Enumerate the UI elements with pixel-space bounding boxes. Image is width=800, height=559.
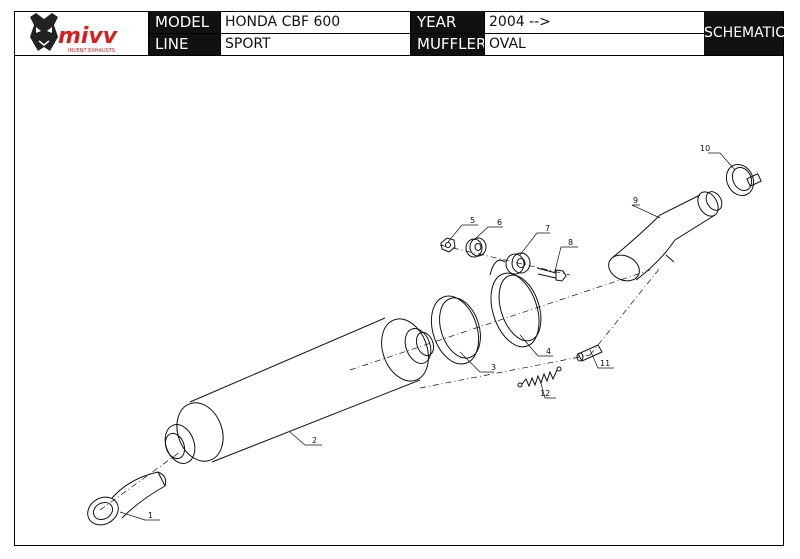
part-number-7: 7 (545, 224, 550, 233)
part-4-bracket (489, 259, 542, 348)
mivv-logo-icon: mivv INVENT EXHAUSTS (30, 13, 118, 54)
part-number-9: 9 (633, 196, 638, 205)
part-number-10: 10 (700, 144, 710, 153)
line-label: LINE (149, 33, 220, 55)
title-block: mivv INVENT EXHAUSTS MODEL HONDA CBF 600… (14, 11, 785, 56)
part-number-12: 12 (540, 389, 550, 398)
part-number-6: 6 (497, 218, 502, 227)
part-number-labels: 1 2 3 4 5 6 7 8 9 10 11 12 (148, 144, 710, 520)
muffler-value: OVAL (489, 36, 526, 52)
year-value: 2004 --> (489, 14, 551, 30)
part-12-spring (517, 366, 562, 388)
schematic-badge: SCHEMATIC (704, 11, 785, 55)
model-value: HONDA CBF 600 (225, 14, 341, 30)
part-11-pin (576, 344, 603, 362)
part-9-connecting-pipe (608, 191, 723, 282)
brand-logo: mivv INVENT EXHAUSTS (14, 11, 148, 55)
part-number-11: 11 (600, 359, 610, 368)
muffler-label: MUFFLER (411, 33, 486, 55)
part-7-grommet (505, 252, 531, 275)
assembly-axis (99, 244, 661, 511)
part-2-muffler (164, 317, 435, 464)
part-number-3: 3 (491, 363, 496, 372)
year-label: YEAR (411, 11, 484, 33)
part-number-2: 2 (312, 436, 317, 445)
part-5-nut (440, 237, 456, 253)
brand-tagline: INVENT EXHAUSTS (68, 48, 115, 54)
part-10-clamp (725, 163, 762, 197)
part-number-8: 8 (568, 238, 573, 247)
part-number-1: 1 (148, 511, 153, 520)
part-number-5: 5 (470, 216, 475, 225)
model-label: MODEL (149, 11, 220, 33)
part-3-band (430, 295, 481, 365)
leader-lines (119, 152, 736, 521)
page-frame (14, 11, 784, 546)
part-number-4: 4 (546, 347, 551, 356)
brand-wordmark: mivv (58, 24, 118, 49)
part-8-bolt (536, 267, 567, 282)
line-value: SPORT (225, 36, 271, 52)
part-1-link-pipe (87, 471, 167, 526)
part-6-spacer (465, 237, 487, 258)
